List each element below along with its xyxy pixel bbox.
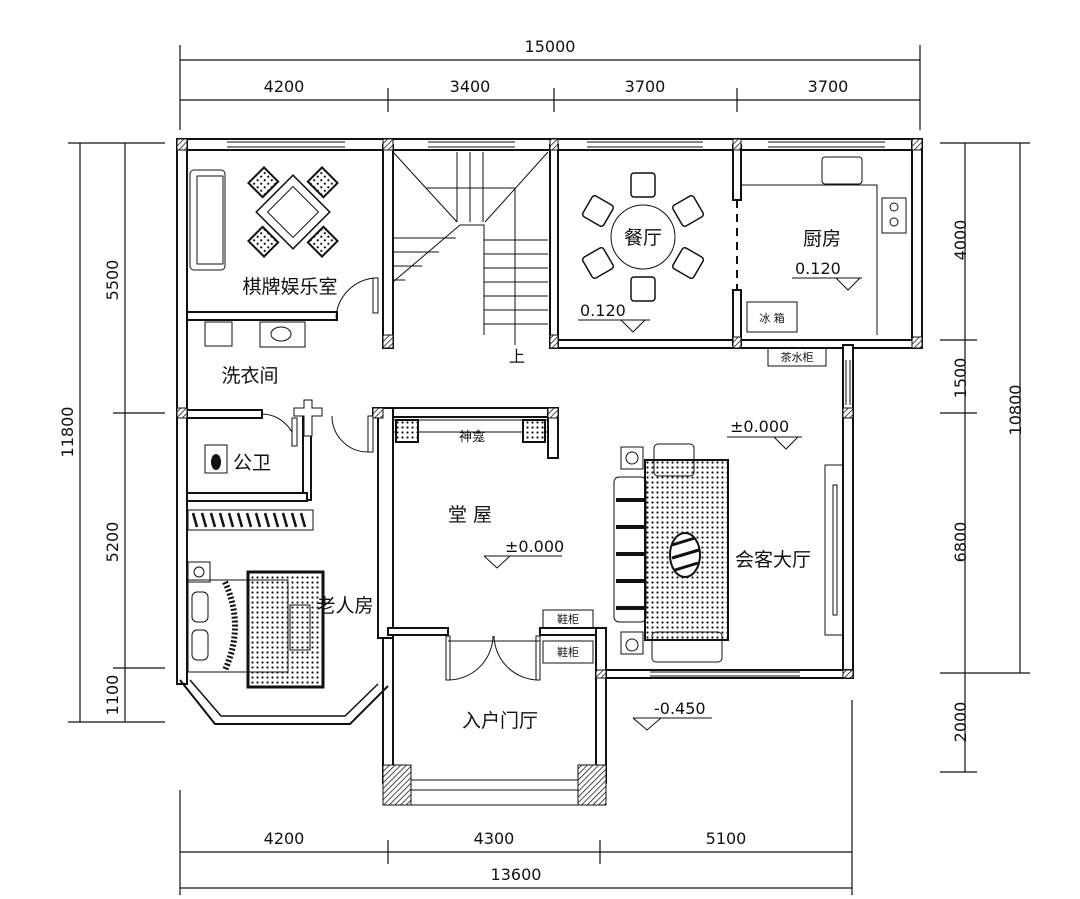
hanger: [236, 512, 244, 528]
bottom-dim-1: 4200: [264, 829, 305, 848]
entrance-double-door[interactable]: [445, 635, 541, 681]
dining-chair: [581, 246, 615, 280]
hanger: [263, 512, 271, 528]
chess-room-door[interactable]: [335, 277, 379, 319]
level-marker-kitchen: 0.120: [792, 259, 862, 291]
toilet-door[interactable]: [261, 399, 374, 453]
left-dimensions: 11800 5500 5200 1100: [58, 142, 165, 723]
room-label-kitchen: 厨房: [803, 228, 841, 250]
stair-up-label: 上: [509, 347, 525, 366]
svg-text:-0.450: -0.450: [654, 699, 706, 718]
hanger: [200, 512, 208, 528]
hanger: [272, 512, 280, 528]
tea-cabinet: [767, 347, 827, 367]
dining-chair: [671, 246, 705, 280]
dining-chair: [581, 194, 615, 228]
shoe-cabinet-label-1: 鞋柜: [557, 612, 579, 626]
room-label-entrance: 入户门厅: [462, 710, 538, 732]
mahjong-table-icon: [247, 166, 339, 258]
hanger: [290, 512, 298, 528]
room-label-elder: 老人房: [316, 595, 373, 617]
top-dim-2: 3400: [450, 77, 491, 96]
left-dim-3: 1100: [103, 675, 122, 716]
hanger: [209, 512, 217, 528]
svg-text:±0.000: ±0.000: [505, 537, 564, 556]
laundry-fixtures: [204, 321, 306, 348]
fridge-label: 冰 箱: [759, 311, 785, 325]
room-label-laundry: 洗衣间: [221, 365, 278, 387]
dining-chair: [630, 172, 656, 198]
left-total-dim: 11800: [58, 407, 77, 458]
top-dim-3: 3700: [625, 77, 666, 96]
level-marker-living: ±0.000: [727, 417, 802, 450]
hanger: [254, 512, 262, 528]
shrine-label: 神龛: [459, 430, 485, 445]
right-dim-4: 2000: [951, 702, 970, 743]
room-label-chess: 棋牌娱乐室: [242, 276, 337, 298]
dining-chair: [671, 194, 705, 228]
walls: [176, 138, 923, 806]
level-marker-dining: 0.120: [578, 301, 650, 333]
right-dim-2: 1500: [951, 358, 970, 399]
left-dim-1: 5500: [103, 260, 122, 301]
room-label-dining: 餐厅: [624, 227, 662, 249]
level-marker-main-hall: ±0.000: [483, 537, 564, 569]
svg-text:0.120: 0.120: [580, 301, 626, 320]
shrine-altar: [392, 419, 549, 443]
dining-table: [581, 172, 705, 302]
wardrobe: [187, 509, 314, 531]
level-marker-outdoor: -0.450: [632, 699, 712, 731]
shoe-cabinet-label-2: 鞋柜: [557, 645, 579, 659]
top-dimensions: 15000 4200 3400 3700 3700: [179, 37, 921, 130]
hanger: [299, 512, 307, 528]
staircase: 上: [392, 151, 549, 366]
sofa-chess-room: [189, 169, 226, 271]
hanger: [245, 512, 253, 528]
right-dimensions: 4000 1500 6800 2000 10800: [940, 142, 1030, 773]
svg-text:±0.000: ±0.000: [730, 417, 789, 436]
svg-text:0.120: 0.120: [795, 259, 841, 278]
top-total-dim: 15000: [525, 37, 576, 56]
right-dim-3: 6800: [951, 522, 970, 563]
toilet-icon: [204, 444, 228, 474]
hanger: [191, 512, 199, 528]
dining-chair: [630, 276, 656, 302]
tea-cabinet-label: 茶水柜: [781, 351, 814, 364]
shoe-cabinets: [542, 609, 594, 664]
bottom-dim-3: 5100: [706, 829, 747, 848]
hanger: [227, 512, 235, 528]
living-room-furniture: [613, 443, 844, 663]
hanger: [218, 512, 226, 528]
left-dim-2: 5200: [103, 522, 122, 563]
room-label-toilet: 公卫: [233, 452, 271, 474]
bottom-dimensions: 4200 4300 5100 13600: [179, 700, 853, 895]
bottom-total-dim: 13600: [491, 865, 542, 884]
top-dim-1: 4200: [264, 77, 305, 96]
room-label-main-hall: 堂 屋: [448, 504, 492, 526]
bottom-dim-2: 4300: [474, 829, 515, 848]
top-dim-4: 3700: [808, 77, 849, 96]
right-total-dim: 10800: [1006, 385, 1025, 436]
hanger: [281, 512, 289, 528]
kitchen-counter: [741, 156, 907, 335]
right-dim-1: 4000: [951, 220, 970, 261]
bed: [187, 561, 325, 689]
room-label-living: 会客大厅: [735, 549, 811, 571]
